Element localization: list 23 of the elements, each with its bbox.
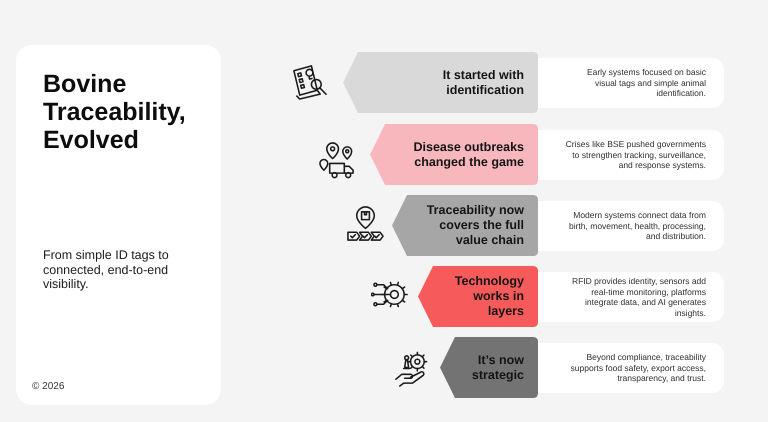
arrow-banner [392, 195, 538, 256]
description-card [538, 58, 724, 108]
description-card [538, 130, 724, 180]
title-heading: Bovine Traceability, Evolved [43, 70, 187, 154]
description-card [538, 343, 724, 393]
arrow-banner [370, 124, 538, 185]
description-text: Beyond compliance, traceability supports food safety, export access, transparency, and trust. [570, 352, 706, 384]
description-card [538, 201, 724, 251]
step-heading: It started with identification [442, 68, 524, 98]
description-text: Modern systems connect data from birth, movement, health, processing, and distribution. [568, 210, 706, 242]
arrow-banner [343, 52, 538, 113]
description-text: RFID provides identity, sensors add real-time monitoring, platforms integrate data, and AI generates insights. [570, 276, 706, 318]
step-heading: Traceability now covers the full value chain [426, 203, 524, 248]
description-text: Crises like BSE pushed governments to strengthen tracking, surveillance, and response systems. [565, 139, 706, 171]
step-heading: Disease outbreaks changed the game [412, 140, 524, 170]
copyright-text: © 2026 [32, 381, 64, 393]
arrow-banner [440, 337, 538, 398]
subtitle-text: From simple ID tags to connected, end-to-end visibility. [43, 248, 170, 292]
description-text: Early systems focused on basic visual tags and simple animal identification. [586, 67, 706, 99]
arrow-banner [418, 266, 538, 327]
step-heading: Technology works in layers [454, 274, 524, 319]
description-card [538, 272, 724, 322]
step-heading: It’s now strategic [470, 352, 524, 382]
